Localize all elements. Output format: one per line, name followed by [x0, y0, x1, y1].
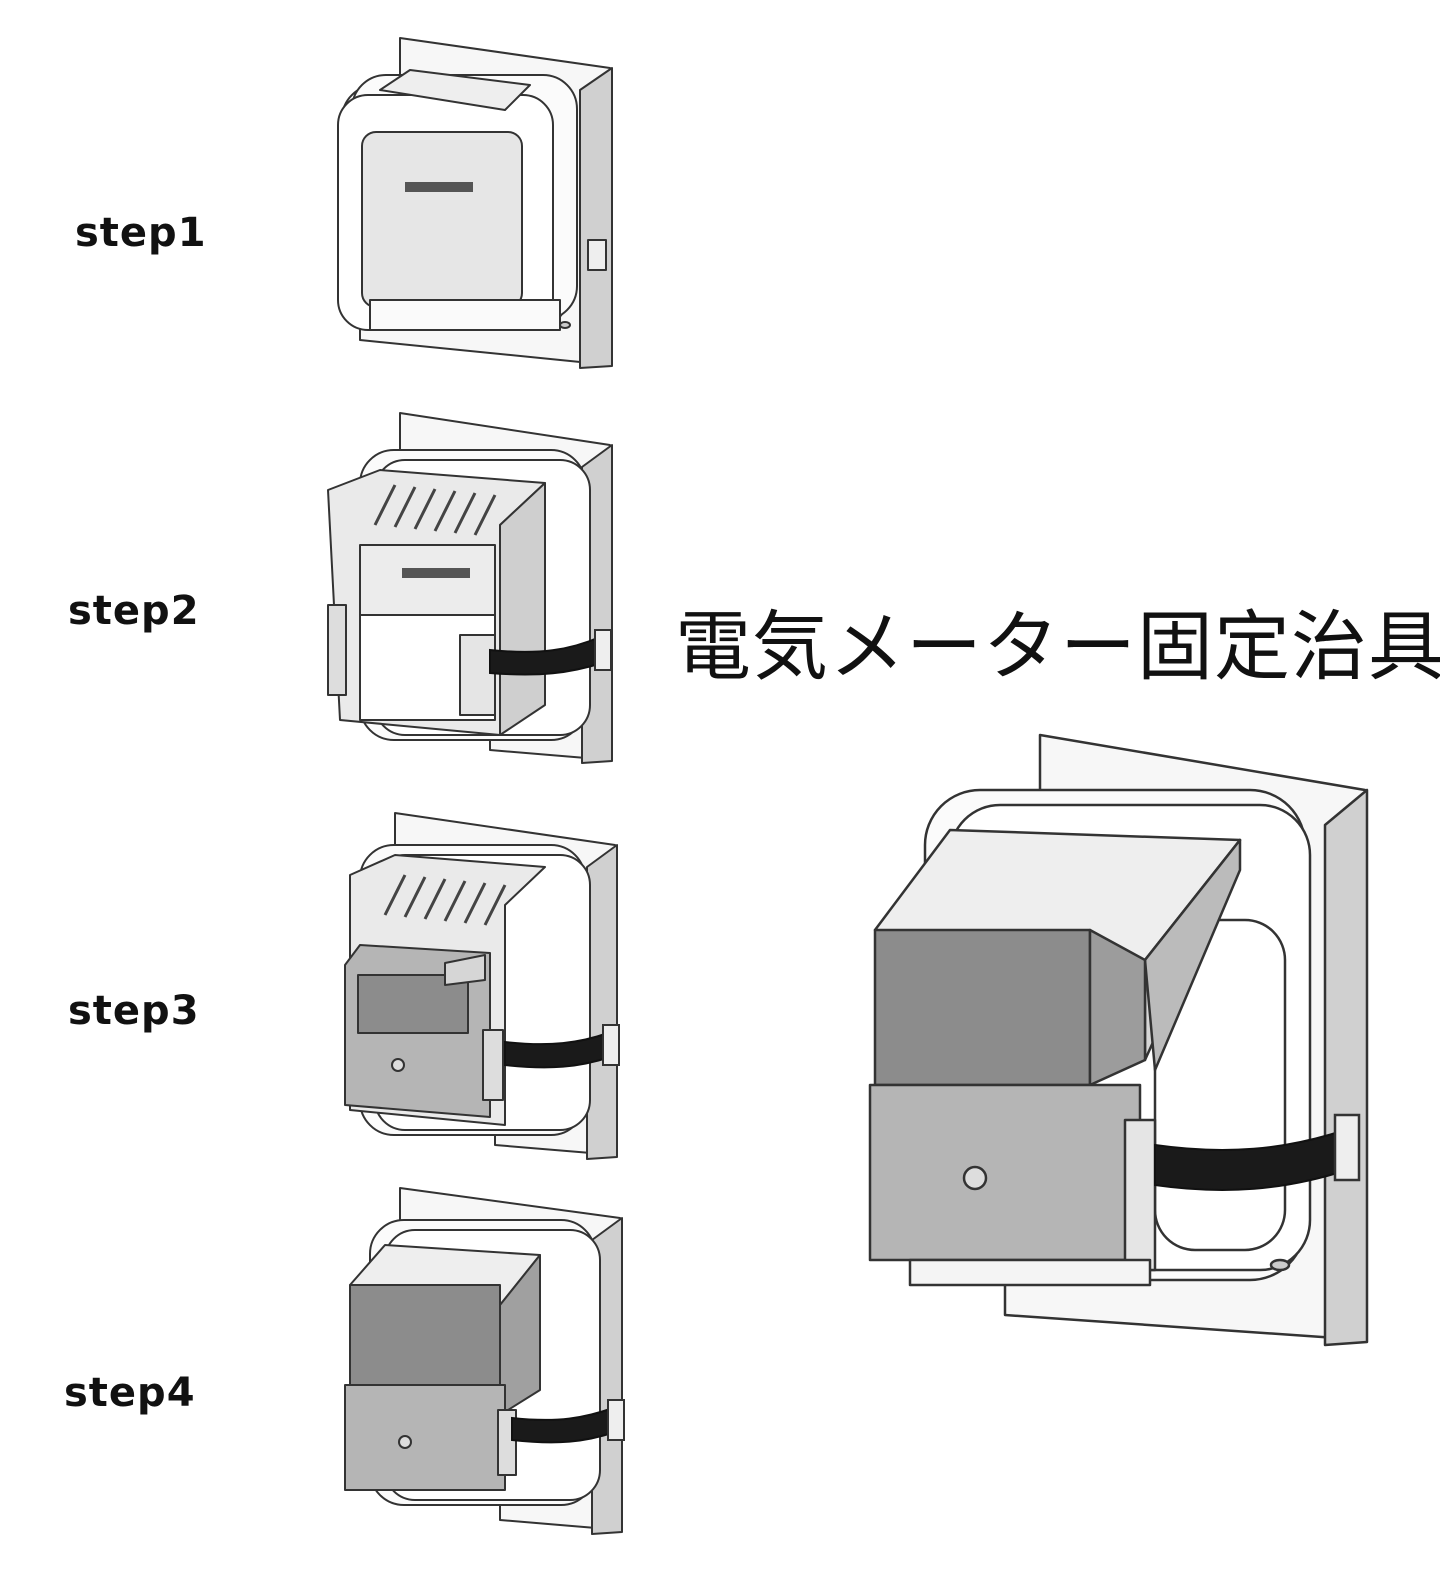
electric-meter-icon — [337, 37, 613, 369]
step4-illustration — [344, 1187, 625, 1535]
step2-label: step2 — [68, 588, 200, 634]
step1-label: step1 — [75, 210, 207, 256]
step4-label: step4 — [64, 1370, 196, 1416]
step1-illustration — [337, 37, 613, 369]
step2-illustration — [327, 412, 613, 764]
diagram-title: 電気メーター固定治具 — [675, 602, 1440, 691]
step3-illustration — [344, 812, 620, 1160]
fixing-jig-icon — [327, 412, 613, 764]
finished-jig-illustration — [868, 733, 1369, 1347]
step3-label: step3 — [68, 988, 200, 1034]
